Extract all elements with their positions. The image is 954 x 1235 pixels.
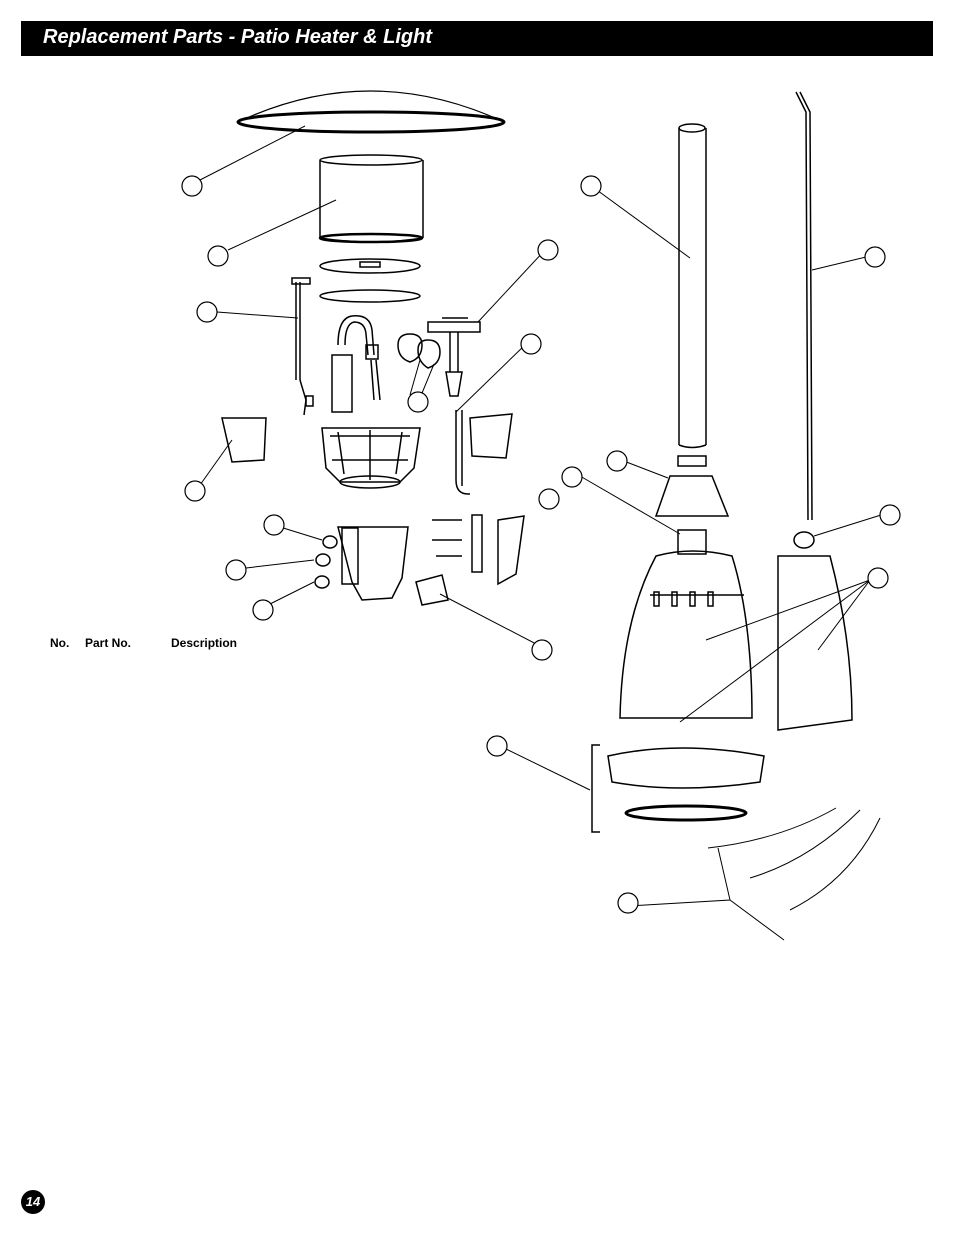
- cable: [455, 410, 470, 495]
- leader-lines: [199, 125, 882, 941]
- glass-tube: [331, 354, 353, 413]
- straps: [707, 807, 881, 911]
- burner-cage: [321, 427, 421, 489]
- header-part-no: Part No.: [85, 636, 132, 650]
- thermocouple-ignitor: [291, 277, 314, 416]
- page-title: Replacement Parts - Patio Heater & Light: [43, 26, 432, 48]
- regulator: [793, 531, 815, 549]
- header-bar: Replacement Parts - Patio Heater & Light: [21, 21, 933, 56]
- burner-support: [427, 317, 481, 397]
- post: [678, 123, 707, 449]
- light-bulbs: [397, 333, 441, 369]
- control-housing: [337, 526, 409, 601]
- header-no: No.: [50, 636, 70, 650]
- gas-hose: [337, 315, 381, 401]
- burner-plates: [319, 258, 421, 303]
- side-panel: [777, 555, 853, 731]
- page-number-badge: 14: [21, 1190, 45, 1214]
- reflector-dome: [236, 90, 506, 134]
- emitter-screen: [318, 154, 424, 244]
- shield-right: [469, 413, 513, 459]
- base: [591, 744, 765, 833]
- header-description: Description: [171, 636, 238, 650]
- valves: [415, 514, 525, 606]
- callout-circles: [181, 175, 901, 914]
- control-knobs: [314, 535, 338, 589]
- tank-housing: [619, 529, 753, 719]
- shield-left: [221, 417, 267, 463]
- gas-rod: [795, 91, 813, 521]
- collar: [654, 455, 730, 517]
